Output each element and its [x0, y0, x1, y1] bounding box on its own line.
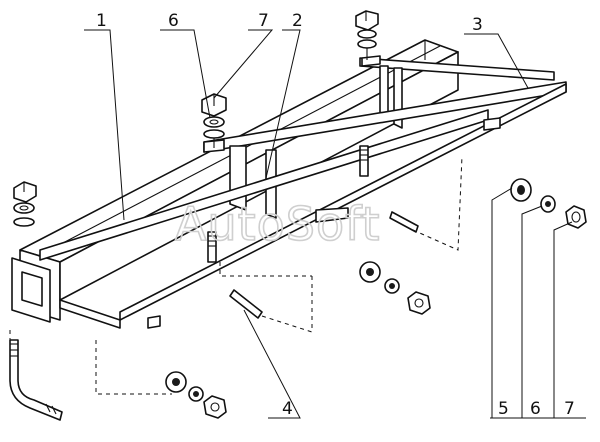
washer-icon — [13, 202, 35, 214]
top-hardware-middle — [201, 93, 227, 148]
callout-7-top: 7 — [258, 11, 269, 31]
nut-icon — [407, 291, 431, 315]
top-hardware-left — [13, 181, 37, 227]
hardware-group-middle — [359, 261, 431, 315]
callout-7-bottom: 7 — [564, 399, 575, 419]
beam-end-box — [11, 257, 51, 323]
callout-6-top: 6 — [168, 11, 179, 31]
washer-icon — [357, 29, 377, 39]
callout-6-bottom: 6 — [530, 399, 541, 419]
threaded-studs — [207, 145, 419, 319]
washer-icon — [13, 217, 35, 227]
hardware-group-bottom — [165, 371, 227, 419]
nut-icon — [203, 395, 227, 419]
assembly-dashed-lines — [9, 155, 463, 395]
washer-icon — [359, 261, 381, 283]
washer-icon — [165, 371, 187, 393]
bracket-rail-front — [39, 83, 567, 329]
nut-icon — [13, 181, 37, 203]
callout-1: 1 — [96, 11, 107, 31]
washer-icon — [357, 39, 377, 49]
top-hardware-right — [355, 10, 379, 60]
callout-3: 3 — [472, 15, 483, 35]
callout-leaders — [84, 29, 586, 419]
watermark: AutoSoft — [175, 197, 381, 251]
washer-icon — [540, 195, 556, 213]
u-bolt-icon — [9, 339, 63, 421]
callout-2: 2 — [292, 11, 303, 31]
nut-icon — [565, 205, 587, 229]
washer-icon — [510, 178, 532, 202]
washer-icon — [188, 386, 204, 402]
washer-icon — [384, 278, 400, 294]
callout-4: 4 — [282, 399, 293, 419]
washer-icon — [203, 116, 225, 128]
nut-icon — [355, 10, 379, 31]
callout-5: 5 — [498, 399, 509, 419]
nut-icon — [201, 93, 227, 117]
washer-icon — [203, 129, 225, 139]
